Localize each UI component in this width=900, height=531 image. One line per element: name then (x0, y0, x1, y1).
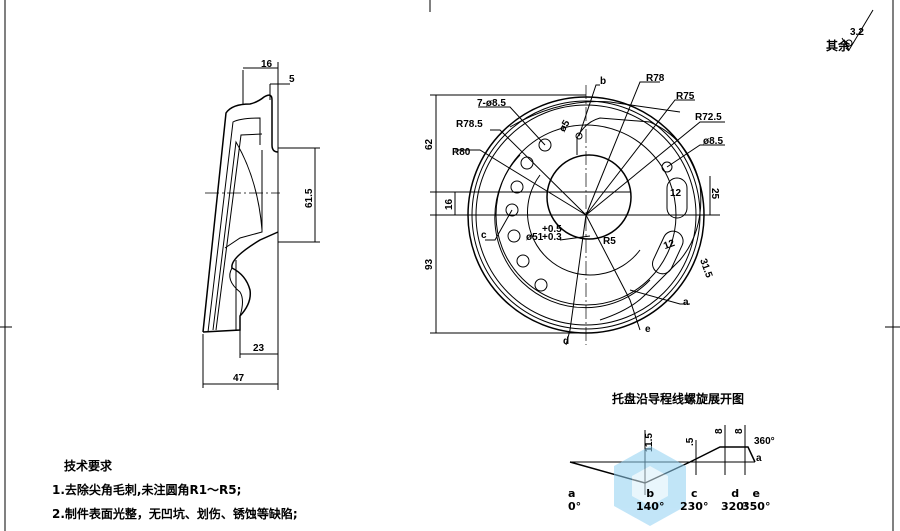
requirements-title: 技术要求 (64, 459, 113, 473)
svg-text:ø51: ø51 (526, 232, 544, 243)
svg-text:3.2: 3.2 (850, 27, 864, 38)
svg-text:62: 62 (424, 138, 435, 150)
front-view: b R78 R75 R72.5 7-ø8.5 R78.5 R80 ø5 ø8.5… (424, 73, 725, 347)
svg-text:d: d (563, 336, 569, 347)
svg-text:+0.5: +0.5 (542, 224, 562, 235)
watermark-logo (614, 446, 686, 526)
svg-text:b: b (600, 76, 606, 87)
svg-text:ø8.5: ø8.5 (703, 136, 723, 147)
svg-text:47: 47 (233, 373, 245, 384)
svg-text:8: 8 (714, 428, 725, 434)
svg-text:16: 16 (261, 59, 273, 70)
svg-text:5: 5 (289, 74, 295, 85)
svg-text:25: 25 (709, 188, 720, 200)
svg-text:16: 16 (444, 198, 455, 210)
svg-text:R80: R80 (452, 147, 471, 158)
svg-text:R78: R78 (646, 73, 665, 84)
svg-text:12: 12 (670, 188, 682, 199)
svg-text:R78.5: R78.5 (456, 119, 483, 130)
svg-text:12: 12 (662, 238, 677, 252)
svg-text:ø5: ø5 (557, 118, 573, 134)
svg-text:e: e (645, 324, 651, 335)
svg-text:c: c (481, 230, 487, 241)
svg-text:360°: 360° (754, 436, 775, 447)
svg-text:61.5: 61.5 (304, 188, 315, 208)
slot (666, 177, 688, 219)
svg-text:+0.3: +0.3 (542, 232, 562, 243)
svg-text:R5: R5 (603, 236, 616, 247)
svg-text:8: 8 (734, 428, 745, 434)
svg-text:a: a (683, 297, 689, 308)
svg-text:7-ø8.5: 7-ø8.5 (477, 98, 506, 109)
svg-text:R75: R75 (676, 91, 695, 102)
svg-text:R72.5: R72.5 (695, 112, 722, 123)
requirement-item: 2.制件表面光整，无凹坑、划伤、锈蚀等缺陷; (52, 507, 298, 521)
requirement-item: 1.去除尖角毛刺,未注圆角R1～R5; (52, 483, 242, 497)
side-view: 16 5 61.5 23 47 (202, 59, 320, 390)
svg-text:其余: 其余 (826, 38, 851, 53)
spiral-title: 托盘沿导程线螺旋展开图 (612, 392, 745, 406)
svg-text:.5: .5 (685, 437, 696, 446)
roughness-symbol: 3.2 其余 (826, 9, 874, 53)
svg-text:11.5: 11.5 (644, 433, 655, 452)
svg-text:93: 93 (424, 258, 435, 270)
svg-text:a: a (756, 453, 762, 464)
svg-text:23: 23 (253, 343, 265, 354)
svg-text:31.5: 31.5 (697, 257, 714, 279)
slot (652, 230, 684, 275)
